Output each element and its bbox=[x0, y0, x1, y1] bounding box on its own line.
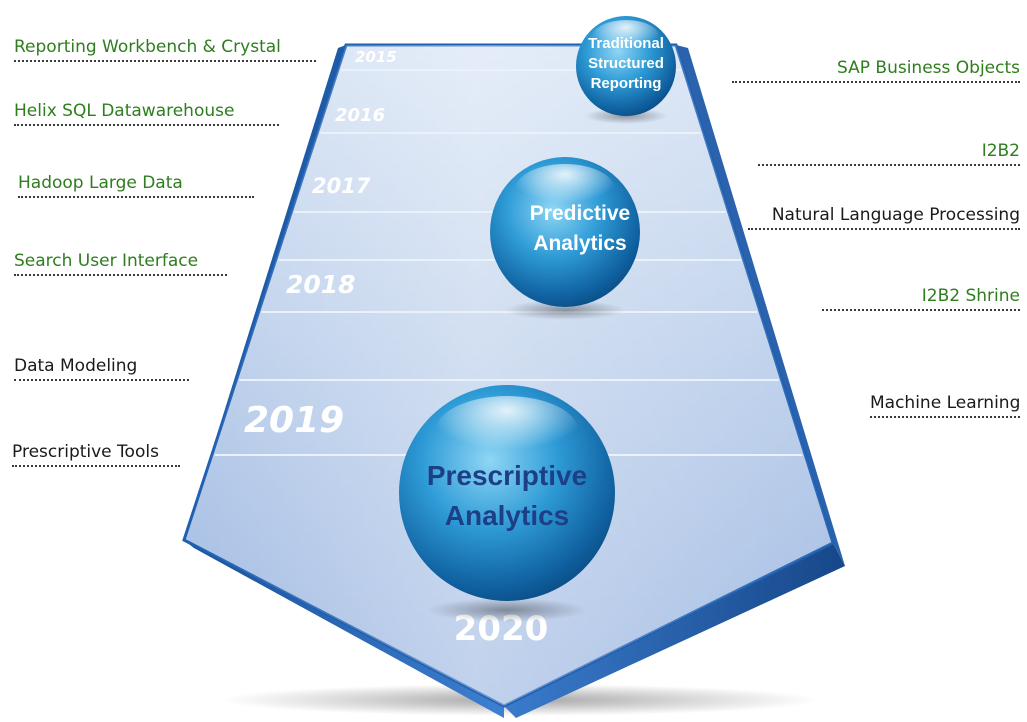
year-label-2016: 2016 bbox=[335, 105, 385, 126]
road-side-left bbox=[184, 540, 504, 718]
road-side-right bbox=[504, 543, 845, 718]
stage-label-line: Reporting bbox=[591, 75, 662, 92]
right-item-i2b2-shrine: I2B2 Shrine bbox=[822, 286, 1020, 311]
stage-label-line: Analytics bbox=[533, 232, 626, 255]
stage-label-line: Traditional bbox=[588, 35, 664, 52]
right-item-sap-business-objects: SAP Business Objects bbox=[732, 58, 1020, 83]
year-label-2018: 2018 bbox=[286, 270, 356, 299]
right-item-nlp: Natural Language Processing bbox=[748, 205, 1020, 230]
stage-label-line: Structured bbox=[588, 55, 664, 72]
year-labels: 2015 2016 2017 2018 2019 bbox=[244, 48, 397, 441]
year-label-2015: 2015 bbox=[355, 48, 397, 66]
left-item-hadoop: Hadoop Large Data bbox=[18, 173, 254, 198]
stage-label-line: Prescriptive bbox=[427, 460, 587, 491]
right-item-i2b2: I2B2 bbox=[758, 141, 1020, 166]
road-sheen bbox=[184, 45, 833, 706]
left-item-data-modeling: Data Modeling bbox=[14, 356, 189, 381]
stage-prescriptive-analytics: Prescriptive Analytics bbox=[399, 385, 615, 622]
left-item-prescriptive-tools: Prescriptive Tools bbox=[12, 442, 180, 467]
stage-traditional-structured-reporting: Traditional Structured Reporting bbox=[576, 16, 676, 124]
right-item-machine-learning: Machine Learning bbox=[870, 393, 1020, 418]
year-label-2017: 2017 bbox=[312, 174, 371, 198]
stage-predictive-analytics: Predictive Analytics bbox=[490, 157, 640, 320]
stage-label-line: Predictive bbox=[530, 202, 630, 225]
stage-label-line: Analytics bbox=[445, 500, 570, 531]
left-item-reporting-workbench: Reporting Workbench & Crystal bbox=[14, 37, 316, 62]
left-item-search-ui: Search User Interface bbox=[14, 251, 227, 276]
left-item-helix-sql: Helix SQL Datawarehouse bbox=[14, 101, 279, 126]
year-label-2019: 2019 bbox=[244, 400, 344, 441]
